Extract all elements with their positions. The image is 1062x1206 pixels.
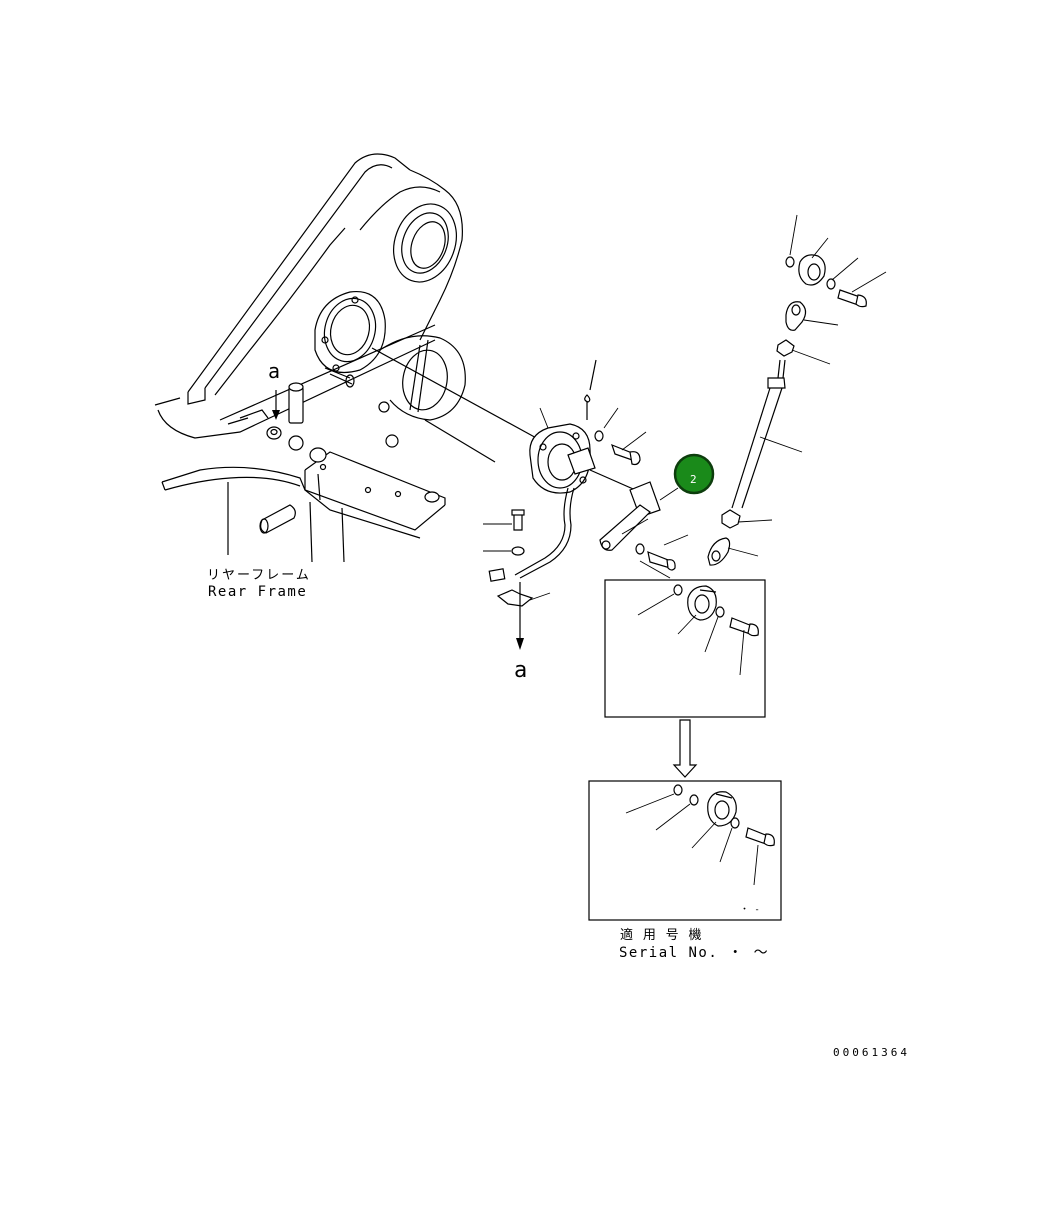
rod-assembly (707, 214, 887, 566)
svg-text:・ -: ・ - (740, 905, 760, 915)
detail-box-1 (604, 579, 766, 718)
drawing-number: 00061364 (833, 1046, 910, 1059)
detail-a-bottom-label: a (514, 658, 527, 683)
arrow-down-icon (516, 638, 524, 650)
serial-label-en: Serial No. ・ ～ (619, 945, 769, 961)
detail-a-top-label: a (268, 359, 280, 383)
switch-assembly: a (483, 359, 647, 683)
rear-frame-structure (154, 153, 541, 563)
detail-box-2: ・ - (588, 780, 782, 921)
lever-link (599, 481, 689, 579)
callout-number: 2 (690, 473, 697, 486)
rear-frame-label-en: Rear Frame (208, 584, 307, 600)
serial-label-jp: 適 用 号 機 (620, 927, 702, 943)
rear-frame-label-jp: リヤーフレーム (207, 568, 311, 583)
callout-badge-2[interactable]: 2 (673, 453, 715, 495)
bushing-parts (259, 382, 440, 534)
detail-a-top: a (268, 359, 280, 420)
arrow-down-icon (272, 410, 280, 420)
hollow-arrow-down-icon (672, 719, 698, 778)
